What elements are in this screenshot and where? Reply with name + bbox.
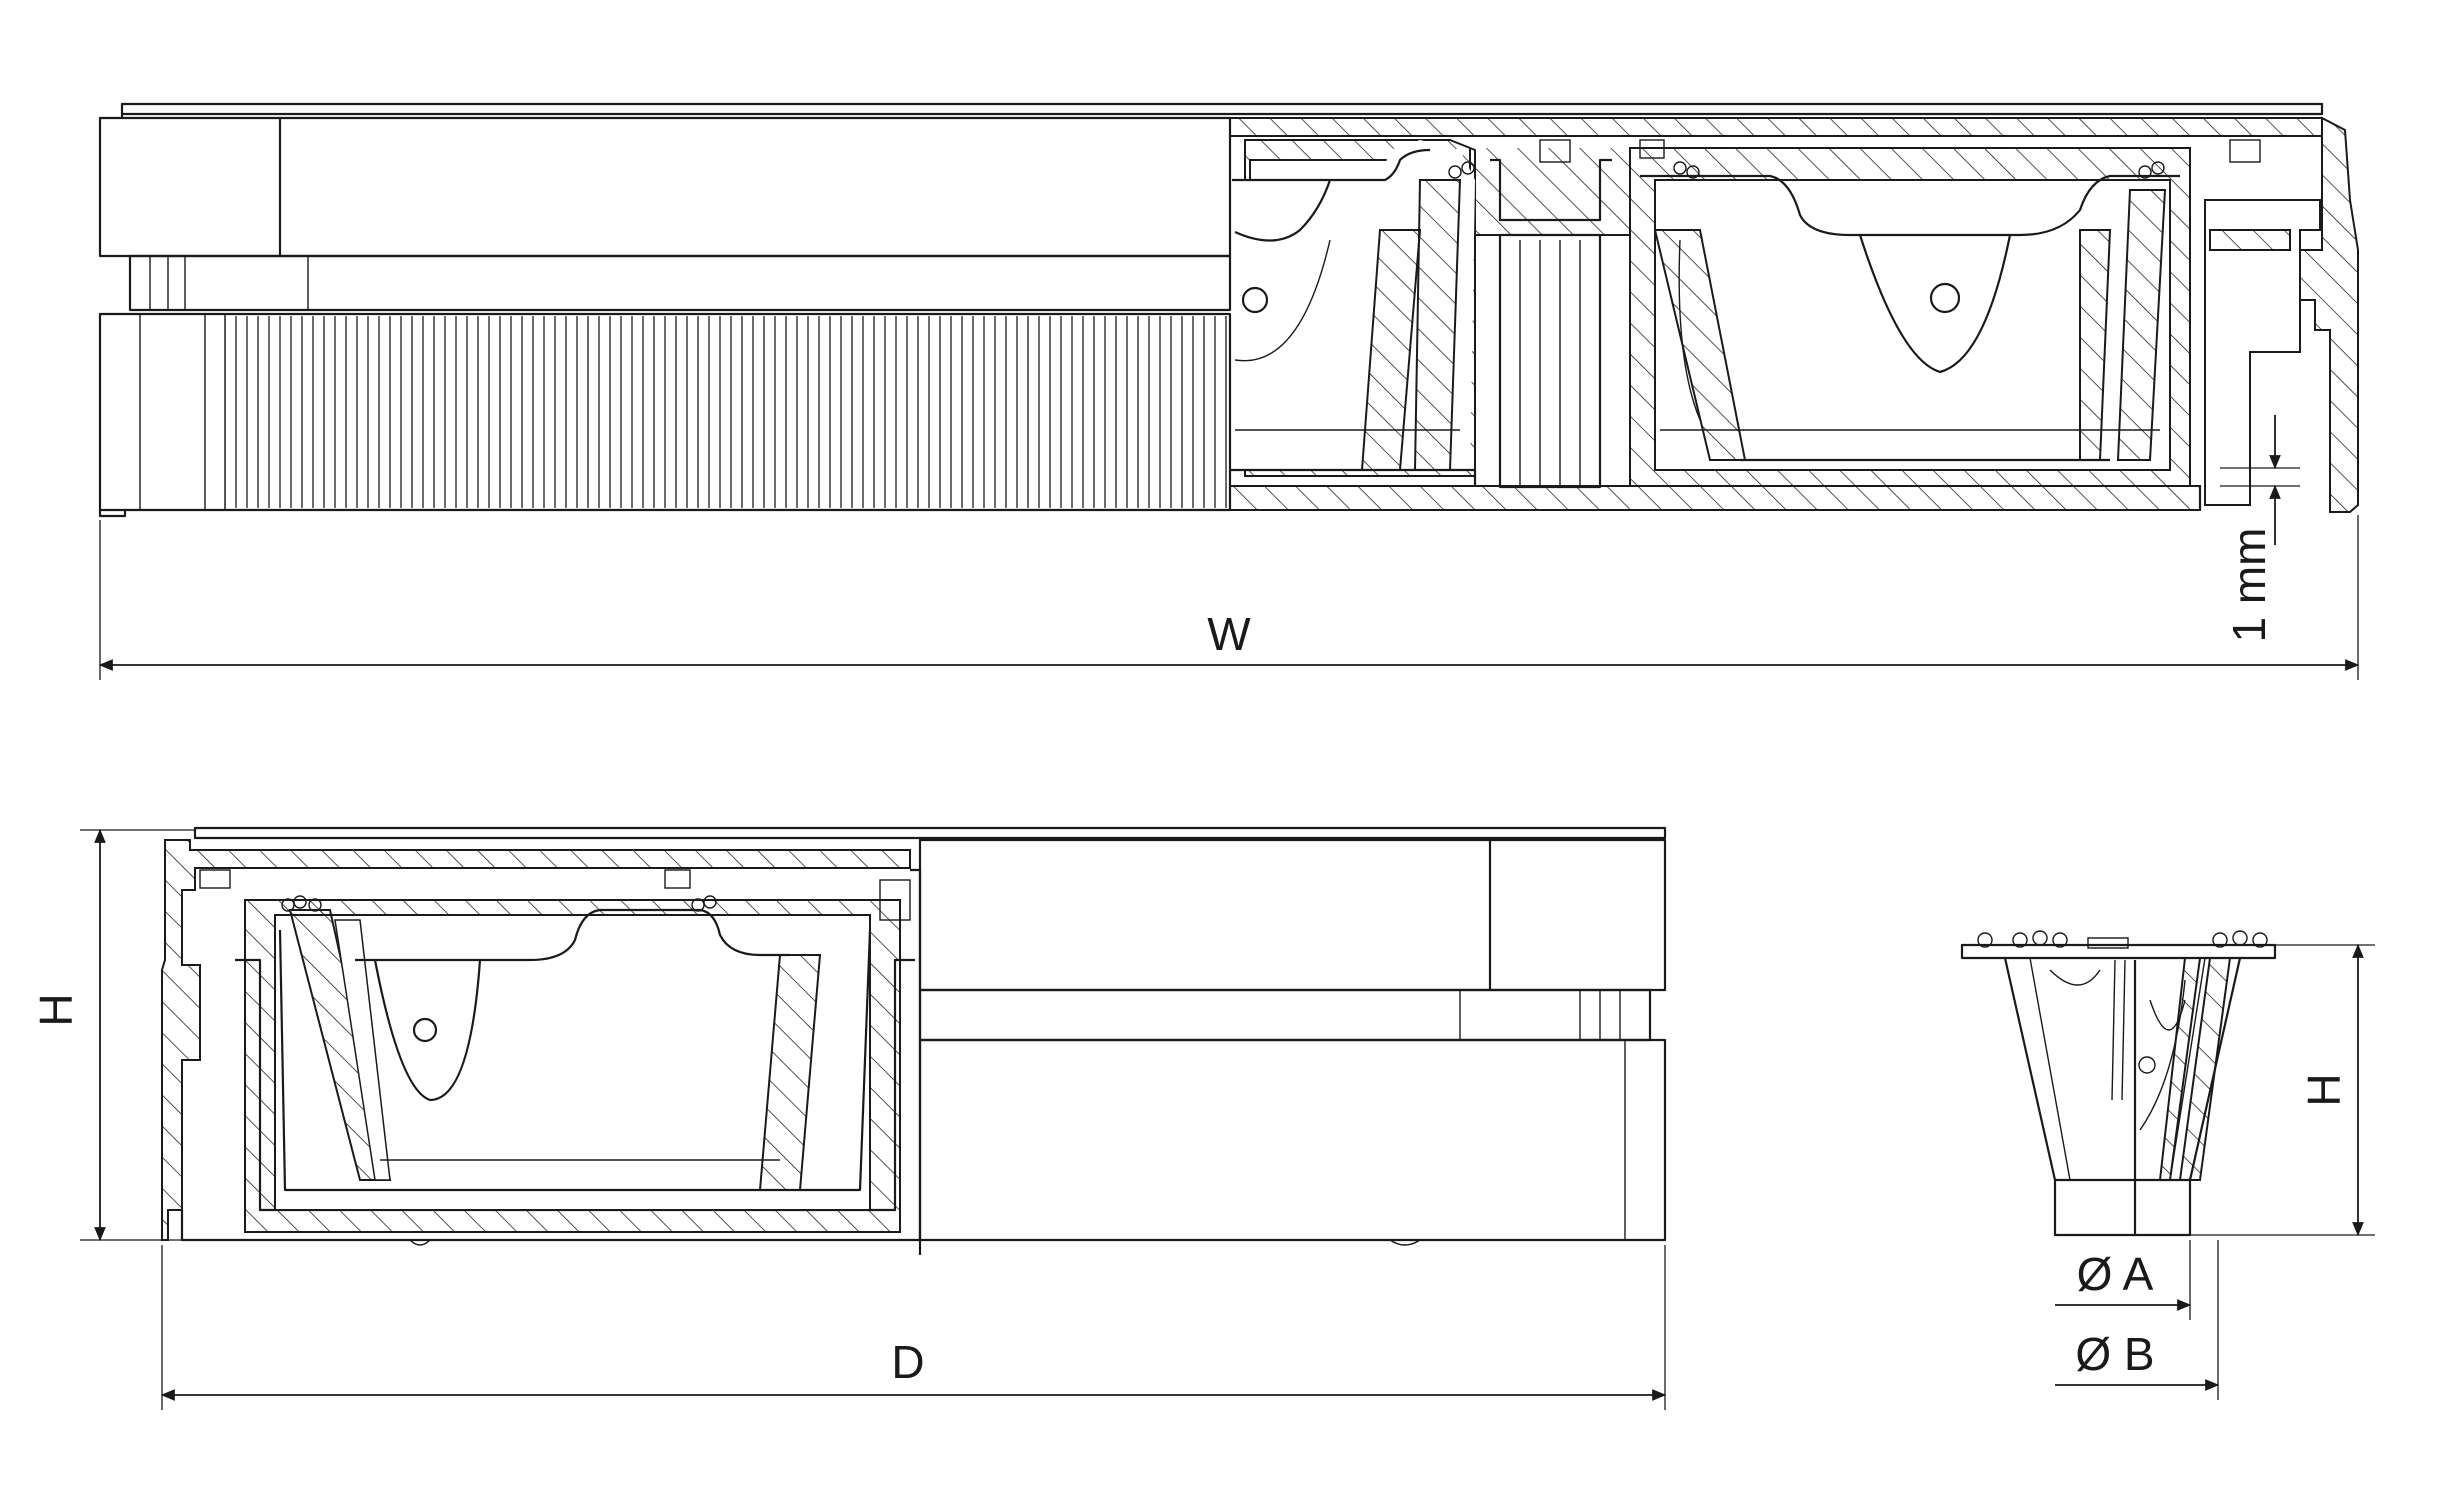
clearance-label: 1 mm	[2223, 528, 2275, 643]
lid-plate-top	[120, 102, 2324, 116]
top-view: W 1 mm	[98, 102, 2360, 680]
mounting-hole	[412, 1017, 438, 1043]
depth-label: D	[891, 1336, 924, 1388]
height-label-module: H	[2298, 1073, 2350, 1106]
width-label: W	[1207, 608, 1251, 660]
mounting-hole	[1929, 282, 1961, 314]
top-view-section	[1229, 116, 2359, 513]
top-cup-right	[1629, 147, 2191, 487]
module-view: H Ø A Ø B	[1960, 930, 2375, 1400]
front-view: H D	[30, 826, 1667, 1410]
front-view-exterior	[918, 838, 1667, 1255]
ribbed-surface	[225, 316, 1230, 508]
height-label-front: H	[30, 993, 82, 1026]
diameter-a-label: Ø A	[2077, 1248, 2154, 1300]
front-view-section	[161, 839, 1421, 1246]
diameter-b-label: Ø B	[2075, 1328, 2154, 1380]
top-view-exterior	[98, 114, 1232, 518]
lid-plate-front	[193, 826, 1667, 840]
mounting-hole	[1241, 286, 1269, 314]
top-cup-left	[1230, 139, 1477, 486]
